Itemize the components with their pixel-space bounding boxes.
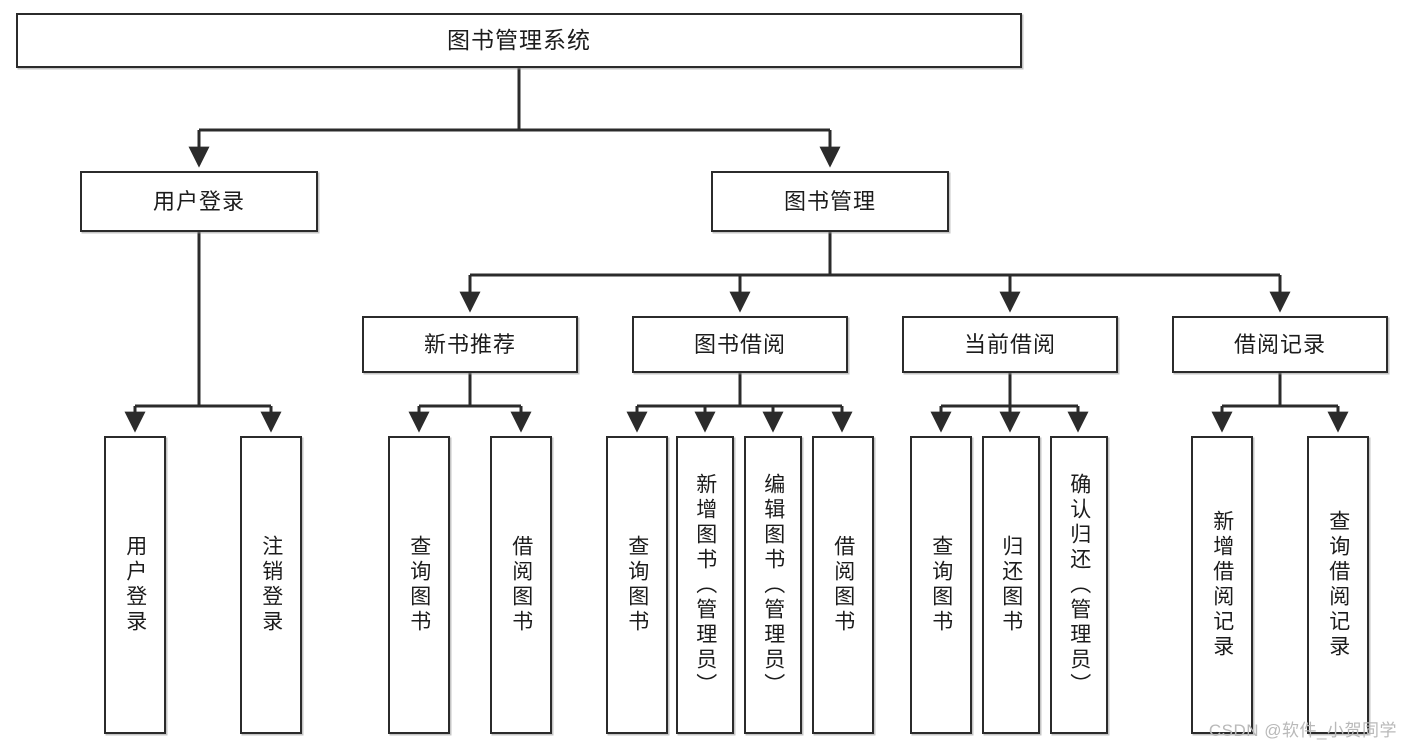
node-label: 借阅图书 (831, 535, 855, 635)
node-label: 当前借阅 (963, 331, 1056, 357)
node-leaf-query-books-current[interactable]: 查询图书 (910, 436, 972, 734)
node-label: 查询图书 (407, 535, 431, 635)
node-leaf-logout[interactable]: 注销登录 (240, 436, 302, 734)
node-new-book-recommendation[interactable]: 新书推荐 (362, 316, 578, 373)
node-label: 图书管理系统 (447, 27, 591, 54)
node-label: 用户登录 (152, 188, 245, 214)
node-label: 新增借阅记录 (1210, 510, 1234, 660)
node-label: 确认归还（管理员） (1067, 472, 1091, 698)
node-borrowing-records[interactable]: 借阅记录 (1172, 316, 1388, 373)
node-leaf-borrow-books-borrowing[interactable]: 借阅图书 (812, 436, 874, 734)
node-leaf-query-books-borrowing[interactable]: 查询图书 (606, 436, 668, 734)
node-label: 借阅图书 (509, 535, 533, 635)
node-leaf-confirm-return-admin[interactable]: 确认归还（管理员） (1050, 436, 1108, 734)
node-leaf-query-borrowing-record[interactable]: 查询借阅记录 (1307, 436, 1369, 734)
node-label: 图书管理 (783, 188, 876, 214)
node-leaf-add-book-admin[interactable]: 新增图书（管理员） (676, 436, 734, 734)
node-leaf-edit-book-admin[interactable]: 编辑图书（管理员） (744, 436, 802, 734)
node-root-book-management-system[interactable]: 图书管理系统 (16, 13, 1022, 68)
node-leaf-borrow-books-recommendation[interactable]: 借阅图书 (490, 436, 552, 734)
node-leaf-query-books-recommendation[interactable]: 查询图书 (388, 436, 450, 734)
node-label: 注销登录 (259, 535, 283, 635)
node-label: 查询借阅记录 (1326, 510, 1350, 660)
watermark: CSDN @软件_小贺同学 (1208, 721, 1397, 740)
node-leaf-return-books[interactable]: 归还图书 (982, 436, 1040, 734)
node-label: 查询图书 (625, 535, 649, 635)
node-label: 借阅记录 (1233, 331, 1326, 357)
node-user-login[interactable]: 用户登录 (80, 171, 318, 232)
node-leaf-user-login[interactable]: 用户登录 (104, 436, 166, 734)
node-label: 新增图书（管理员） (693, 472, 717, 698)
node-current-borrowing[interactable]: 当前借阅 (902, 316, 1118, 373)
node-label: 用户登录 (123, 535, 147, 635)
node-book-management[interactable]: 图书管理 (711, 171, 949, 232)
node-book-borrowing[interactable]: 图书借阅 (632, 316, 848, 373)
node-leaf-add-borrowing-record[interactable]: 新增借阅记录 (1191, 436, 1253, 734)
node-label: 编辑图书（管理员） (761, 472, 785, 698)
node-label: 归还图书 (999, 535, 1023, 635)
node-label: 图书借阅 (693, 331, 786, 357)
node-label: 查询图书 (929, 535, 953, 635)
node-label: 新书推荐 (423, 331, 516, 357)
